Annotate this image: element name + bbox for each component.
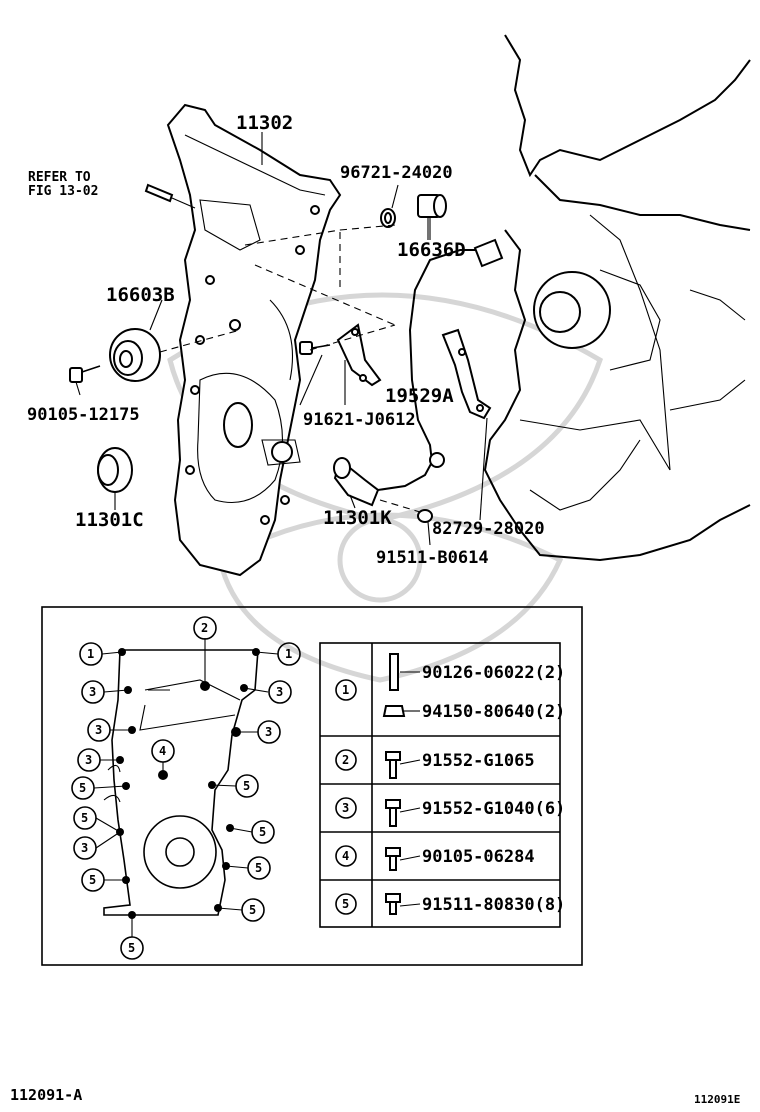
svg-text:5: 5 <box>81 811 88 825</box>
label-16603B: 16603B <box>106 284 175 306</box>
legend-row4-num: 4 <box>342 849 349 863</box>
callout-5-a: 5 <box>71 776 95 800</box>
svg-text:1: 1 <box>285 647 292 661</box>
alignment-lines <box>244 224 396 351</box>
bolt-icon-4 <box>385 847 401 857</box>
callout-3-c: 3 <box>87 718 111 742</box>
legend-row3-part: 91552-G1040(6) <box>422 799 565 819</box>
legend-row2-num: 2 <box>342 753 349 767</box>
svg-text:5: 5 <box>243 779 250 793</box>
bracket-19529A <box>336 323 382 387</box>
label-96721-24020: 96721-24020 <box>340 163 453 183</box>
svg-text:2: 2 <box>201 621 208 635</box>
callout-4: 4 <box>151 739 175 763</box>
legend-row4-part: 90105-06284 <box>422 847 535 867</box>
svg-text:5: 5 <box>249 903 256 917</box>
label-91511-B0614: 91511-B0614 <box>376 548 489 568</box>
legend-row1-part-b: 94150-80640(2) <box>422 702 565 722</box>
callout-5-h: 5 <box>120 936 144 960</box>
callout-3-e: 3 <box>77 748 101 772</box>
callout-5-b: 5 <box>235 774 259 798</box>
inset-cover-outline <box>103 649 259 916</box>
svg-text:3: 3 <box>85 753 92 767</box>
engine-block <box>483 34 751 562</box>
callout-3-b: 3 <box>268 680 292 704</box>
nut-icon <box>382 705 406 717</box>
svg-text:1: 1 <box>87 647 94 661</box>
callout-2: 2 <box>193 616 217 640</box>
svg-text:3: 3 <box>276 685 283 699</box>
label-82729-28020: 82729-28020 <box>432 519 545 539</box>
callout-1-left: 1 <box>79 642 103 666</box>
bolt-91511-B0614 <box>379 499 433 523</box>
callout-5-e: 5 <box>247 856 271 880</box>
legend-row5-num: 5 <box>342 897 349 911</box>
idler-pulley-16603B <box>109 328 241 382</box>
clamp-82729-28020 <box>441 328 492 420</box>
label-91621-J0612: 91621-J0612 <box>303 410 416 430</box>
cam-sensor-16636D <box>417 194 447 240</box>
label-refer-to: REFER TO <box>28 170 91 185</box>
svg-text:5: 5 <box>128 941 135 955</box>
seal-96721 <box>380 208 396 228</box>
callout-5-d: 5 <box>251 820 275 844</box>
svg-text:5: 5 <box>259 825 266 839</box>
svg-text:3: 3 <box>265 725 272 739</box>
legend-row3-num: 3 <box>342 801 349 815</box>
label-90105-12175: 90105-12175 <box>27 405 140 425</box>
label-16636D: 16636D <box>397 239 466 261</box>
oil-seal-11301C <box>97 447 133 493</box>
svg-text:5: 5 <box>79 781 86 795</box>
legend-row5-part: 91511-80830(8) <box>422 895 565 915</box>
footer-right-code: 112091E <box>694 1093 740 1106</box>
callout-3-d: 3 <box>257 720 281 744</box>
bolt-icon-3 <box>385 799 401 809</box>
inset-bolt-dots <box>116 648 260 919</box>
svg-text:5: 5 <box>89 873 96 887</box>
bolt-icon-5 <box>385 893 401 903</box>
inset-callouts: 1 1 2 3 3 3 3 3 4 5 5 5 5 3 5 5 5 5 <box>71 616 301 960</box>
callout-5-c: 5 <box>73 806 97 830</box>
label-11302: 11302 <box>236 112 293 134</box>
svg-text:3: 3 <box>89 685 96 699</box>
callout-5-g: 5 <box>241 898 265 922</box>
stud-icon <box>389 653 399 691</box>
legend-row1-part-a: 90126-06022(2) <box>422 663 565 683</box>
callout-3-f: 3 <box>73 836 97 860</box>
legend-row2-part: 91552-G1065 <box>422 751 535 771</box>
legend-row1-num: 1 <box>342 683 349 697</box>
bolt-91621-J0612 <box>299 341 331 355</box>
inset-callout-leaders <box>93 638 279 937</box>
callout-5-f: 5 <box>81 868 105 892</box>
bolt-90105-12175 <box>69 365 101 383</box>
crank-sensor-11301K <box>333 238 504 507</box>
label-19529A: 19529A <box>385 385 454 407</box>
bolt-location-inset <box>41 606 583 966</box>
leader-lines <box>75 132 488 546</box>
timing-cover <box>166 103 342 577</box>
label-11301C: 11301C <box>75 509 144 531</box>
svg-text:3: 3 <box>95 723 102 737</box>
bolt-legend-table: 1 2 3 4 5 90126-06022(2) 94150-80640(2) … <box>319 642 565 928</box>
svg-text:4: 4 <box>159 744 166 758</box>
label-fig-13-02: FIG 13-02 <box>28 184 98 199</box>
bolt-icon-2 <box>385 751 401 761</box>
callout-1-right: 1 <box>277 642 301 666</box>
svg-text:3: 3 <box>81 841 88 855</box>
callout-3-a: 3 <box>81 680 105 704</box>
footer-left-code: 112091-A <box>10 1086 82 1104</box>
label-11301K: 11301K <box>323 507 392 529</box>
svg-text:5: 5 <box>255 861 262 875</box>
stud-bolt <box>144 183 196 209</box>
